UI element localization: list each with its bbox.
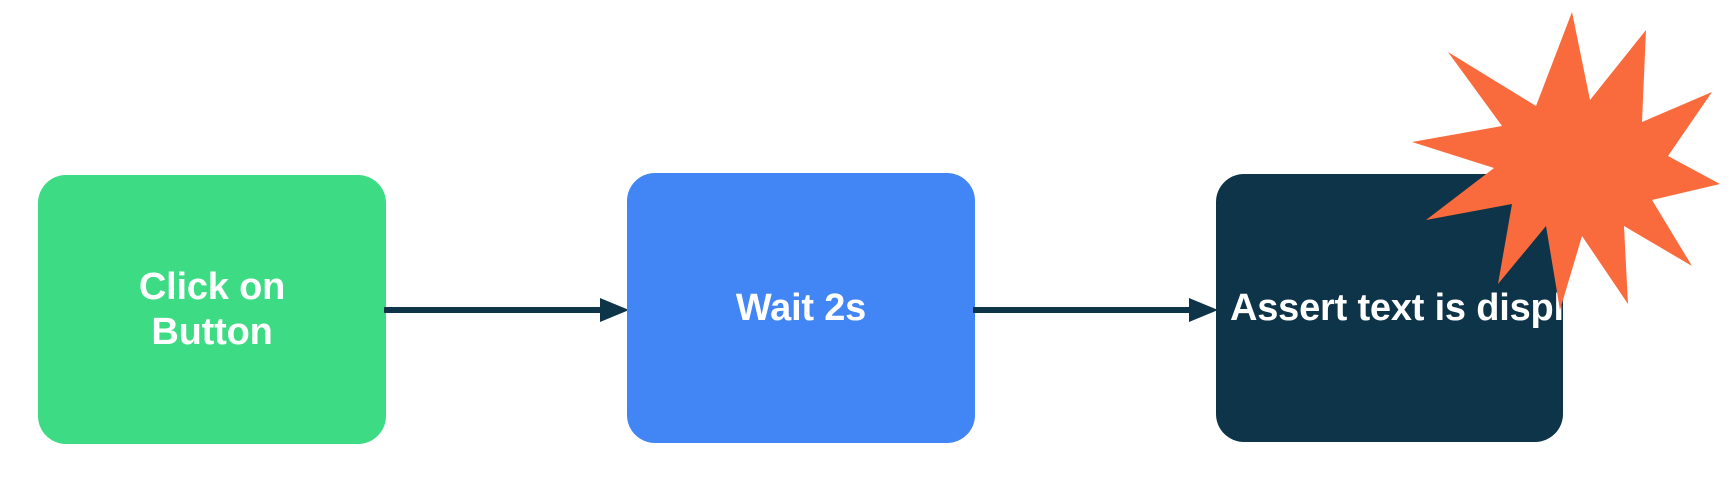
flow-node-assert-text-is-displayed[interactable]: Assert text is displayed [1216, 174, 1650, 442]
connector-wait-to-assert [973, 293, 1219, 327]
flow-node-click-on-button[interactable]: Click on Button [38, 175, 386, 444]
arrow-head-icon [600, 298, 629, 322]
connector-click-to-wait [384, 293, 630, 327]
flow-node-wait-2s-label: Wait 2s [735, 286, 867, 329]
arrow-shaft-icon [973, 307, 1193, 313]
flow-node-click-on-button-label: Click on Button [138, 265, 286, 353]
flow-node-wait-2s[interactable]: Wait 2s [627, 173, 975, 443]
arrow-head-icon [1189, 298, 1218, 322]
arrow-shaft-icon [384, 307, 604, 313]
flow-node-assert-text-is-displayed-label: Assert text is displayed [1230, 286, 1650, 329]
